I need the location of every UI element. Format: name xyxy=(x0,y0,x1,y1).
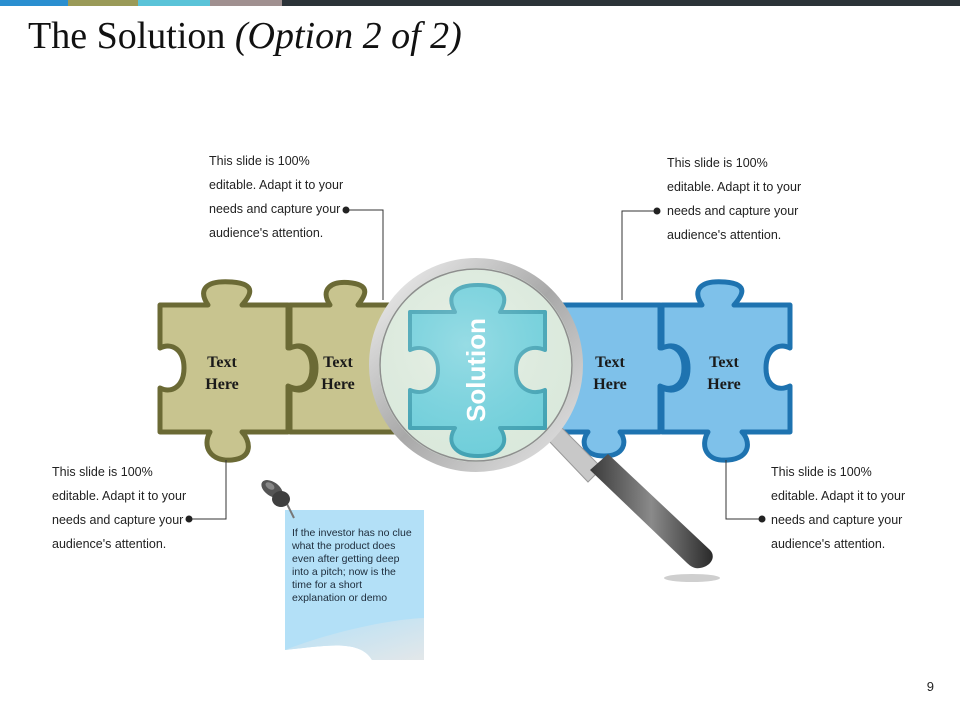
callout-bottom-right: This slide is 100% editable. Adapt it to… xyxy=(771,465,906,551)
puzzle-label-2-line2: Here xyxy=(321,376,355,393)
connector-top-left xyxy=(346,209,384,300)
puzzle-label-1: Text Here xyxy=(182,352,262,396)
puzzle-label-1-line2: Here xyxy=(205,376,239,393)
sticky-note-text: If the investor has no clue what the pro… xyxy=(292,527,412,604)
callout-top-left: This slide is 100% editable. Adapt it to… xyxy=(209,154,344,240)
magnifying-glass-icon xyxy=(369,258,583,472)
connector-dot-top-left xyxy=(342,206,350,214)
lens-glass xyxy=(376,265,576,465)
puzzle-label-3: Text Here xyxy=(570,352,650,396)
connector-dot-top-right xyxy=(653,207,661,215)
puzzle-label-2-line1: Text xyxy=(323,354,353,371)
connector-dot-bottom-left xyxy=(185,515,193,523)
connector-top-right xyxy=(621,210,657,300)
solution-label: Solution xyxy=(461,318,491,422)
top-bar-segment-3 xyxy=(138,0,210,6)
handle-shadow xyxy=(664,574,720,582)
top-bar-segment-1 xyxy=(0,0,68,6)
top-bar-segment-2 xyxy=(68,0,138,6)
top-bar-segment-5 xyxy=(282,0,960,6)
puzzle-piece-blue-2 xyxy=(659,279,793,463)
title-main: The Solution xyxy=(28,15,226,57)
magnifier-handle xyxy=(590,454,713,569)
lens-ring-inner xyxy=(379,268,573,462)
callout-top-right: This slide is 100% editable. Adapt it to… xyxy=(667,156,802,242)
top-bar-segment-4 xyxy=(210,0,282,6)
connector-bottom-right xyxy=(725,460,762,520)
puzzle-label-4-line1: Text xyxy=(709,354,739,371)
puzzle-label-4-line2: Here xyxy=(707,376,741,393)
puzzle-label-3-line2: Here xyxy=(593,376,627,393)
connector-dot-bottom-right xyxy=(758,515,766,523)
slide-title: The Solution (Option 2 of 2) xyxy=(28,14,462,58)
connector-bottom-left xyxy=(189,460,227,520)
title-subtitle: (Option 2 of 2) xyxy=(234,15,462,57)
push-pin-icon xyxy=(261,480,295,519)
puzzle-label-2: Text Here xyxy=(298,352,378,396)
callout-bottom-left: This slide is 100% editable. Adapt it to… xyxy=(52,465,187,551)
page-number: 9 xyxy=(926,679,934,694)
top-color-bar xyxy=(0,0,960,6)
puzzle-label-1-line1: Text xyxy=(207,354,237,371)
puzzle-label-3-line1: Text xyxy=(595,354,625,371)
puzzle-label-4: Text Here xyxy=(684,352,764,396)
sticky-note-curl xyxy=(285,618,424,660)
